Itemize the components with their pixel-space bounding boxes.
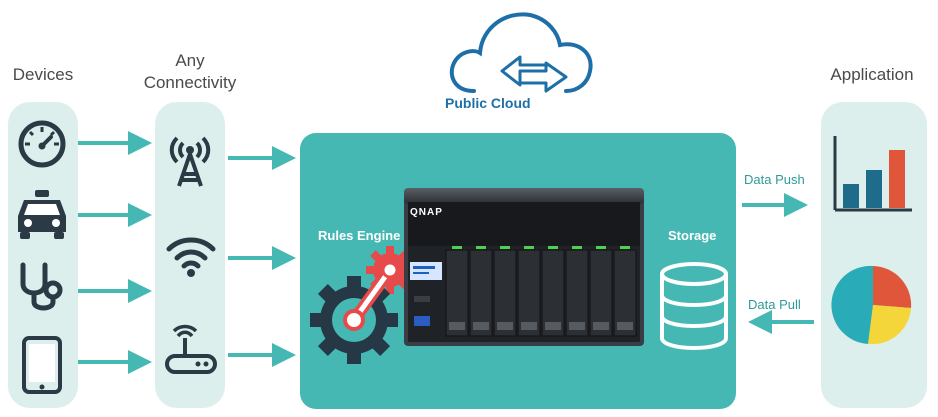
devices-title: Devices <box>12 65 74 84</box>
connectivity-title-line2: Connectivity <box>143 73 237 92</box>
connectivity-title-line1: Any <box>175 51 205 70</box>
pie-chart-icon <box>831 265 912 345</box>
router-icon <box>165 324 217 374</box>
cell-tower-icon <box>169 136 211 187</box>
stethoscope-icon <box>20 262 63 311</box>
nas-device <box>404 188 644 346</box>
connectivity-title: Any Connectivity <box>120 50 260 94</box>
speedometer-icon <box>18 120 66 168</box>
smartphone-icon <box>22 336 62 394</box>
rules-engine-label: Rules Engine <box>318 228 401 243</box>
wifi-icon <box>166 237 216 277</box>
cloud-label: Public Cloud <box>445 95 531 111</box>
data-push-label: Data Push <box>744 172 805 187</box>
car-icon <box>18 190 66 239</box>
storage-label: Storage <box>668 228 717 243</box>
bar-chart-icon <box>833 136 912 212</box>
nas-brand-label: QNAP <box>410 207 443 218</box>
data-pull-label: Data Pull <box>748 297 801 312</box>
application-title: Application <box>830 65 914 84</box>
database-icon <box>660 262 728 351</box>
cloud-icon <box>449 12 593 93</box>
application-panel <box>821 102 927 408</box>
gears-icon <box>310 246 414 364</box>
